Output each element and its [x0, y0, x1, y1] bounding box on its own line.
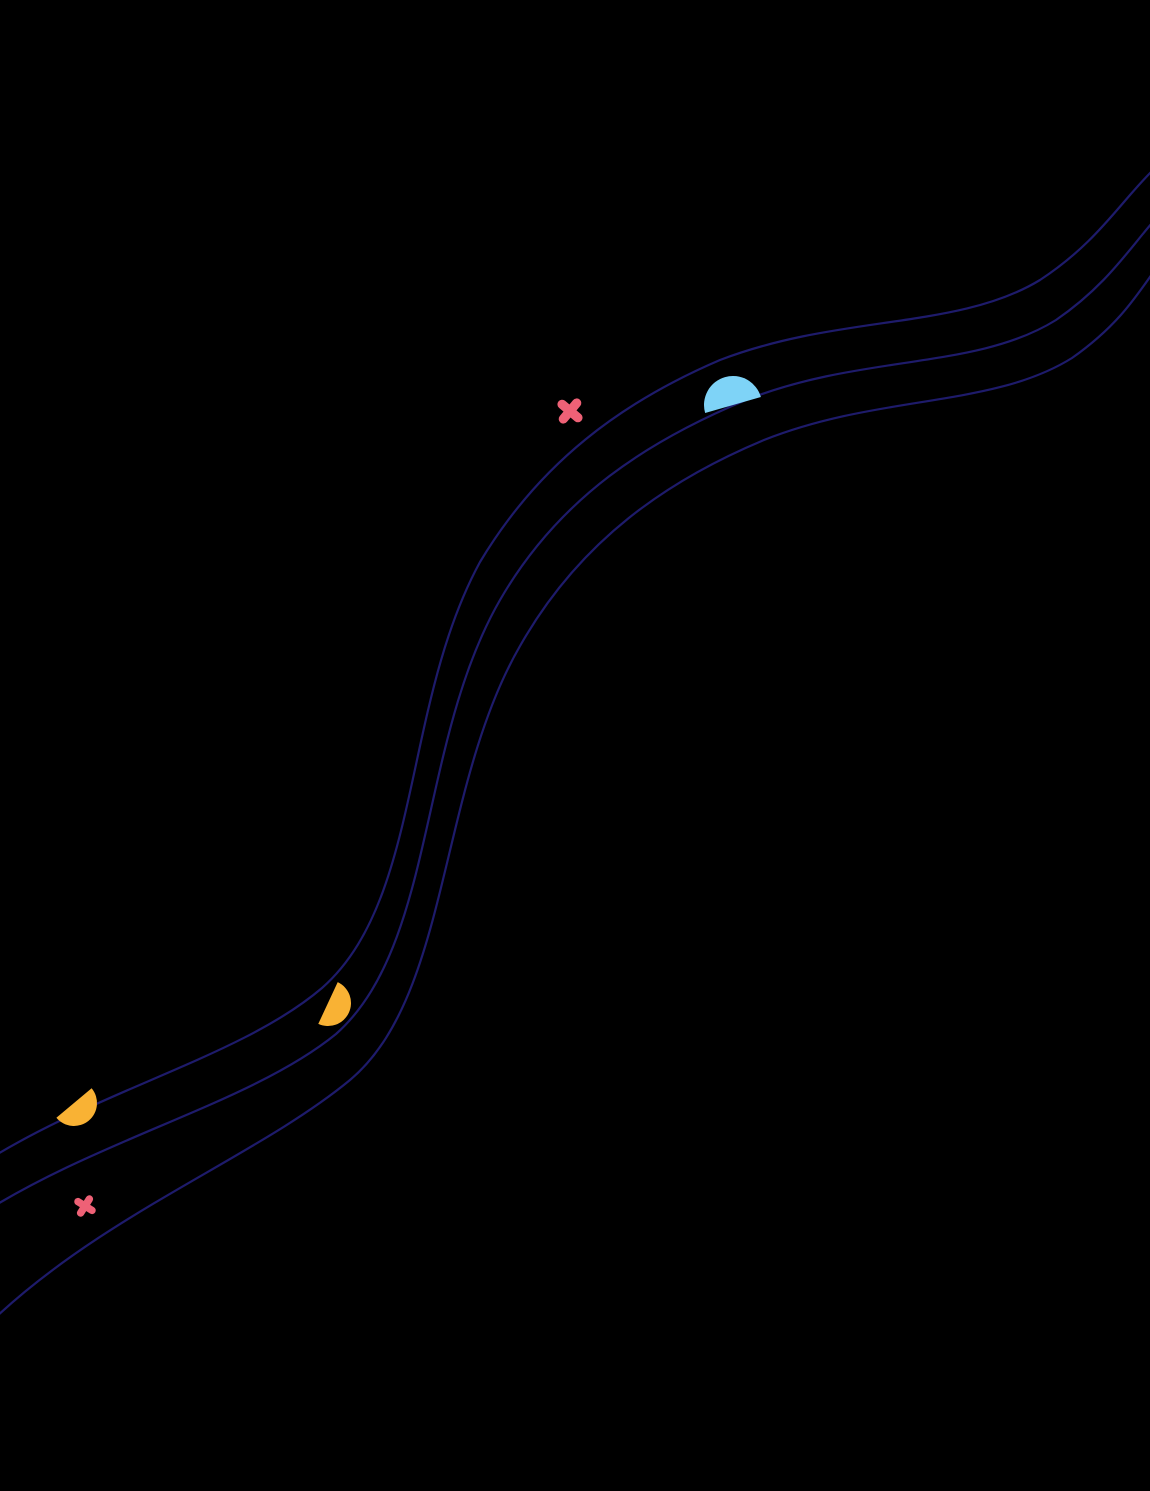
curve-line — [0, 274, 1150, 1315]
semicircle-shape — [318, 982, 351, 1026]
sparkle-arm — [558, 398, 582, 424]
sparkle-arm — [76, 1195, 94, 1217]
semicircle-shape — [56, 1088, 97, 1126]
semicircle-shape — [704, 376, 761, 413]
curve-line — [0, 171, 1150, 1154]
semicircle-icon — [704, 376, 761, 413]
semicircle-icon — [56, 1088, 97, 1126]
sparkle-icon — [557, 398, 583, 424]
curve-line — [0, 223, 1150, 1204]
semicircle-icon — [318, 982, 351, 1026]
sparkle-icon — [74, 1195, 96, 1217]
